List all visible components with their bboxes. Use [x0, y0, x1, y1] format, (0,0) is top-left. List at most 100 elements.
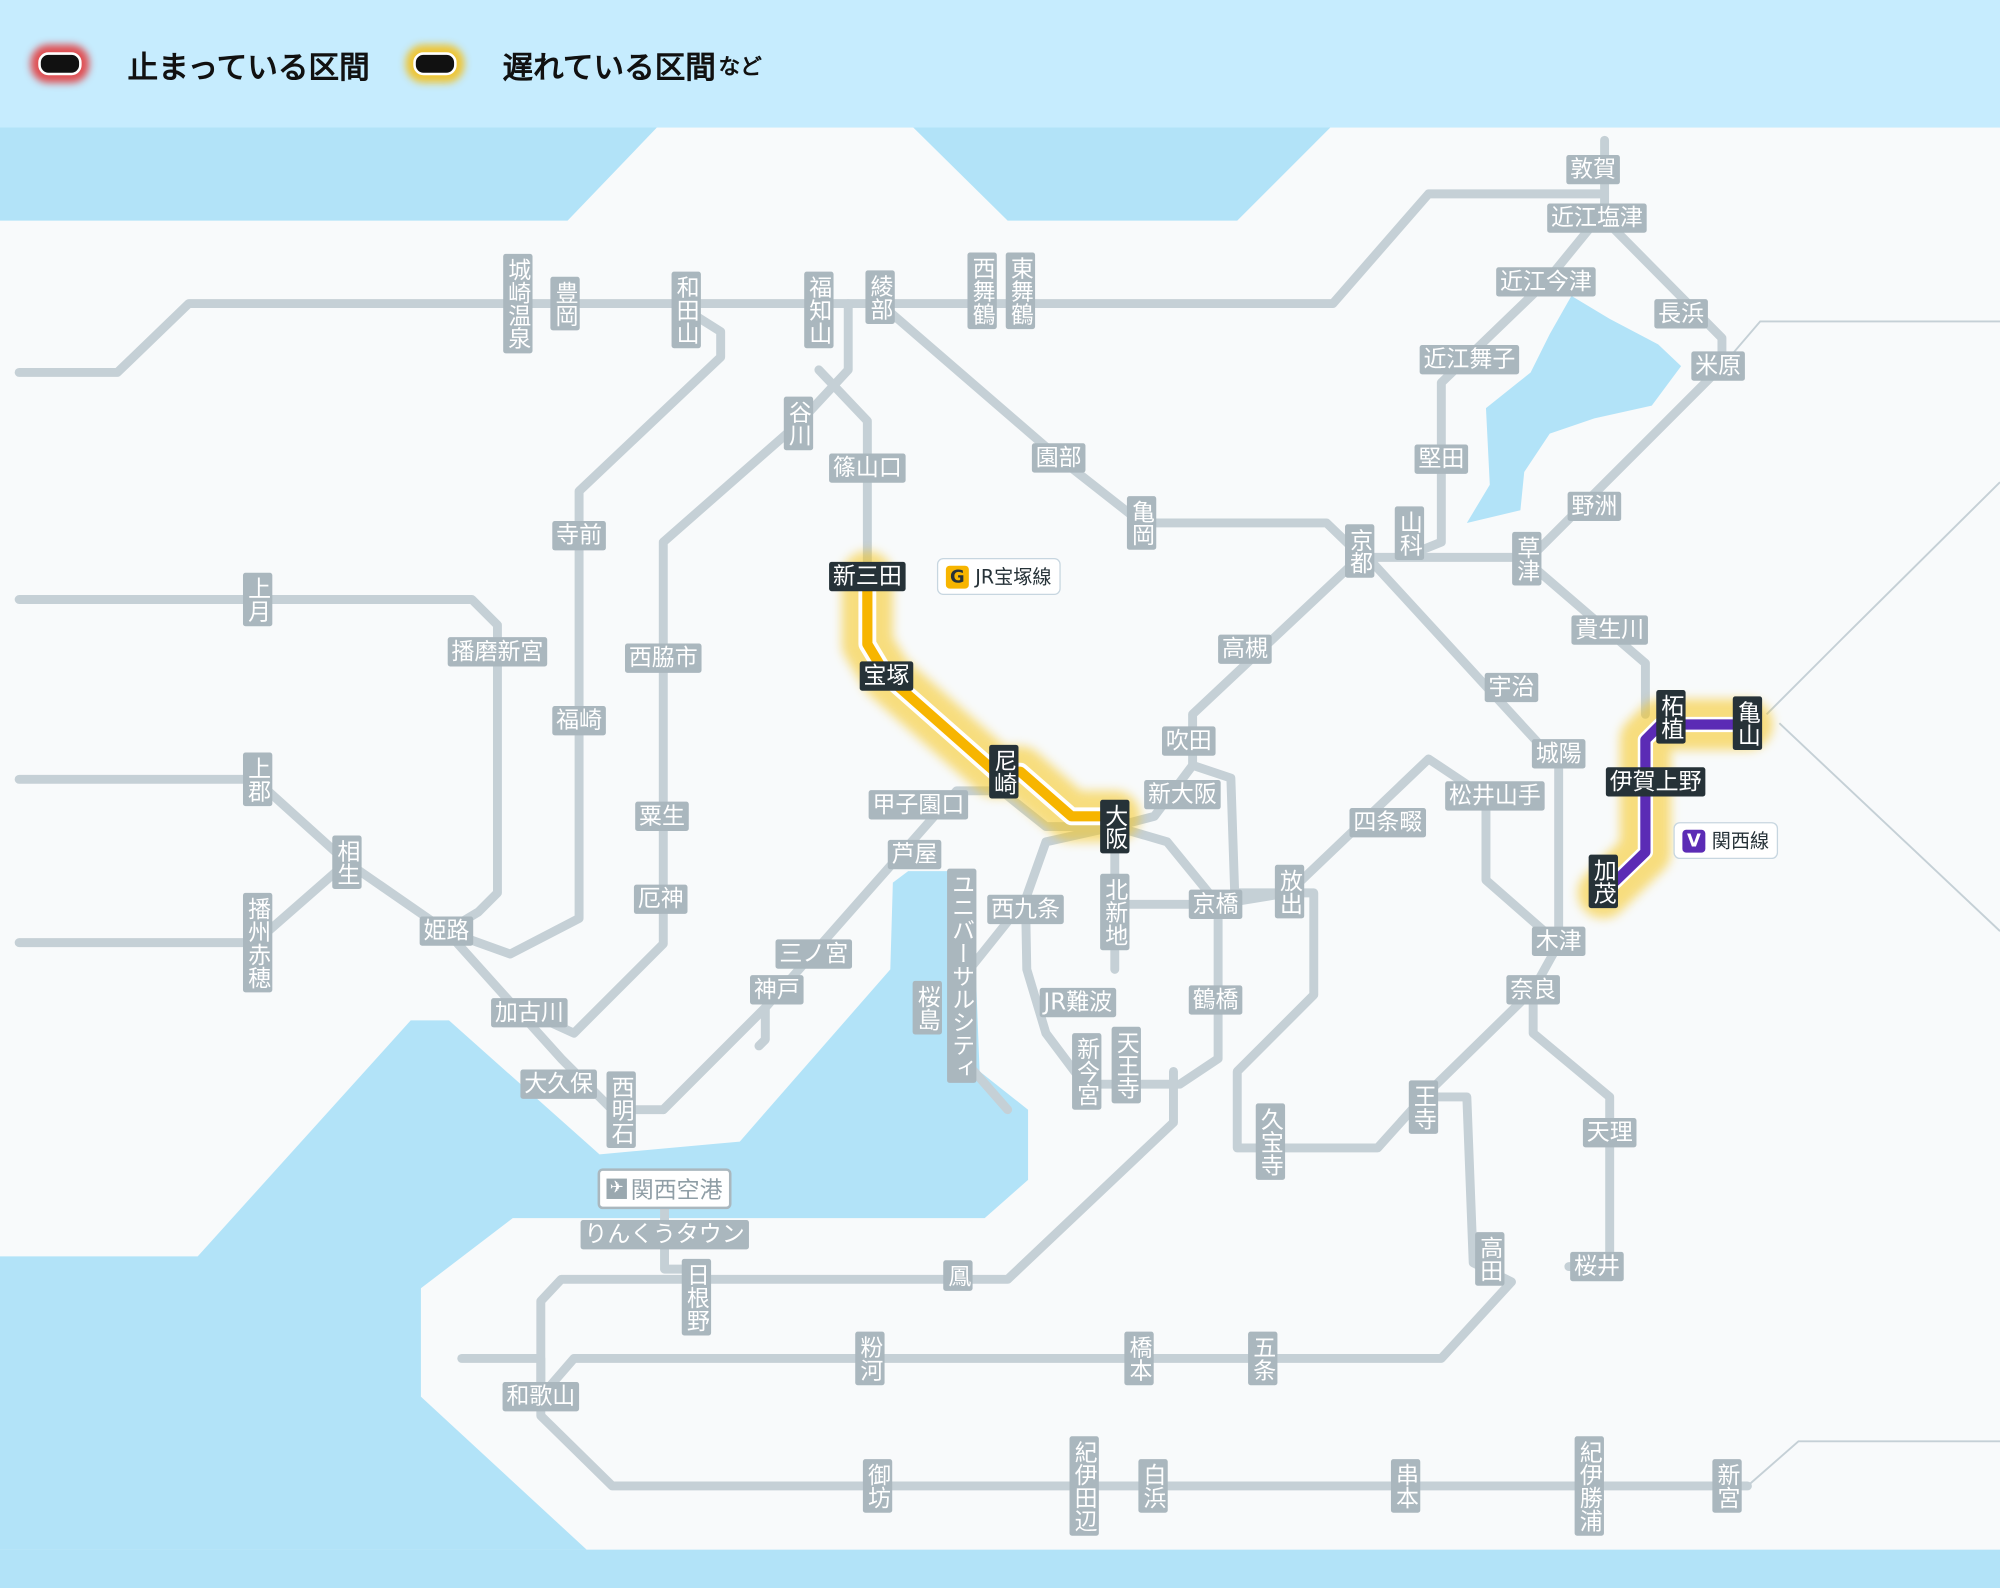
- station-label[interactable]: 厄神: [633, 884, 688, 914]
- station-label[interactable]: 紀伊勝浦: [1574, 1436, 1604, 1536]
- station-label[interactable]: 貴生川: [1571, 615, 1648, 645]
- station-label[interactable]: 高槻: [1218, 634, 1272, 664]
- line-ako: [14, 774, 451, 936]
- station-label[interactable]: 米原: [1691, 351, 1745, 381]
- station-label[interactable]: 近江今津: [1496, 267, 1596, 297]
- line-kisei: [457, 1353, 1752, 1491]
- line-kusatsu: [1522, 556, 1650, 719]
- station-label[interactable]: 王寺: [1408, 1080, 1439, 1134]
- station-label[interactable]: 上月: [242, 572, 273, 627]
- station-label-delayed[interactable]: 亀山: [1732, 696, 1763, 750]
- station-label[interactable]: 松井山手: [1445, 781, 1545, 811]
- station-label[interactable]: 上郡: [242, 752, 273, 807]
- station-label[interactable]: りんくうタウン: [580, 1220, 749, 1250]
- station-label[interactable]: 西舞鶴: [967, 252, 997, 330]
- station-label[interactable]: 谷川: [783, 396, 814, 451]
- line-bantan: [441, 305, 726, 959]
- station-label[interactable]: 紀伊田辺: [1069, 1436, 1099, 1536]
- station-label[interactable]: 城陽: [1531, 739, 1586, 769]
- station-label[interactable]: 近江塩津: [1547, 203, 1647, 233]
- station-label[interactable]: 奈良: [1506, 975, 1560, 1005]
- station-label[interactable]: 草津: [1512, 531, 1542, 586]
- station-label[interactable]: 五条: [1248, 1331, 1278, 1386]
- station-label[interactable]: 三ノ宮: [775, 939, 853, 969]
- station-label[interactable]: 放出: [1274, 864, 1305, 919]
- line-badge-takarazuka[interactable]: G JR宝塚線: [936, 558, 1061, 596]
- station-label[interactable]: 串本: [1390, 1459, 1421, 1513]
- line-wakayama: [536, 1092, 1516, 1402]
- station-label[interactable]: 大久保: [520, 1069, 597, 1099]
- station-label[interactable]: 粉河: [855, 1331, 885, 1386]
- station-label[interactable]: 福知山: [804, 271, 834, 349]
- station-label[interactable]: 山科: [1394, 506, 1425, 560]
- station-label[interactable]: 豊岡: [550, 276, 580, 331]
- station-label[interactable]: 京都: [1345, 524, 1375, 578]
- station-label-delayed[interactable]: 新三田: [829, 561, 906, 592]
- station-label[interactable]: 新大阪: [1144, 779, 1221, 810]
- station-label[interactable]: 新今宮: [1072, 1033, 1102, 1110]
- station-label[interactable]: ユニバーサルシティ: [947, 868, 977, 1083]
- station-label[interactable]: 京橋: [1188, 889, 1243, 920]
- station-label[interactable]: 天王寺: [1111, 1026, 1141, 1104]
- station-label[interactable]: 西脇市: [624, 643, 702, 673]
- station-label[interactable]: 姫路: [419, 916, 474, 946]
- station-label[interactable]: 篠山口: [829, 453, 906, 483]
- station-label-delayed[interactable]: 宝塚: [859, 661, 914, 691]
- station-label[interactable]: 和田山: [671, 271, 701, 349]
- station-label[interactable]: 御坊: [862, 1459, 893, 1513]
- line-badge-kansai[interactable]: V 関西線: [1673, 822, 1779, 860]
- station-label[interactable]: 寺前: [552, 521, 606, 551]
- station-label[interactable]: 福崎: [552, 705, 606, 736]
- station-label[interactable]: 相生: [332, 835, 362, 890]
- station-label[interactable]: 東舞鶴: [1005, 252, 1036, 330]
- station-label[interactable]: 鶴橋: [1188, 985, 1243, 1015]
- station-label[interactable]: 甲子園口: [868, 790, 969, 820]
- station-label[interactable]: 西九条: [987, 894, 1064, 925]
- station-label[interactable]: 敦賀: [1566, 154, 1620, 185]
- station-label[interactable]: 長浜: [1654, 299, 1708, 329]
- station-label[interactable]: 吹田: [1161, 726, 1216, 756]
- station-label-delayed[interactable]: 大阪: [1100, 799, 1130, 854]
- line-kisei-east: [1778, 722, 2000, 932]
- station-label[interactable]: 木津: [1531, 926, 1586, 956]
- station-label[interactable]: 園部: [1031, 443, 1086, 473]
- airplane-icon: ✈: [606, 1178, 627, 1199]
- station-label[interactable]: 橋本: [1124, 1331, 1154, 1386]
- station-label-delayed[interactable]: 加茂: [1588, 854, 1618, 909]
- station-label[interactable]: 綾部: [865, 270, 895, 324]
- line-kosei: [1404, 214, 1602, 560]
- station-label[interactable]: 芦屋: [887, 839, 942, 870]
- line-kansai-east: [1765, 481, 2000, 715]
- station-label[interactable]: 城崎温泉: [503, 253, 533, 354]
- station-label[interactable]: 亀岡: [1126, 496, 1157, 550]
- station-label[interactable]: 桜島: [912, 980, 942, 1035]
- station-label[interactable]: 鳳: [943, 1260, 973, 1291]
- station-label[interactable]: 桜井: [1570, 1251, 1624, 1282]
- station-label[interactable]: 堅田: [1414, 444, 1469, 474]
- station-label[interactable]: 神戸: [749, 975, 804, 1005]
- station-label-delayed[interactable]: 尼崎: [989, 744, 1019, 799]
- station-label[interactable]: 播州赤穂: [242, 892, 273, 993]
- station-kansai-airport[interactable]: ✈ 関西空港: [597, 1168, 732, 1210]
- station-label[interactable]: 北新地: [1100, 873, 1130, 951]
- station-label[interactable]: 白浜: [1138, 1459, 1168, 1513]
- station-label[interactable]: JR難波: [1039, 987, 1116, 1018]
- station-label[interactable]: 近江舞子: [1419, 345, 1520, 375]
- station-label[interactable]: 日根野: [681, 1258, 712, 1336]
- station-label-delayed[interactable]: 伊賀上野: [1605, 767, 1706, 797]
- station-label[interactable]: 西明石: [606, 1071, 636, 1148]
- station-label[interactable]: 高田: [1475, 1232, 1505, 1286]
- station-label[interactable]: 久宝寺: [1255, 1103, 1286, 1180]
- water-bodies: [0, 127, 1682, 1550]
- station-label-delayed[interactable]: 柘植: [1656, 690, 1686, 744]
- station-label[interactable]: 新宮: [1712, 1459, 1742, 1513]
- station-label[interactable]: 宇治: [1484, 672, 1539, 703]
- station-label[interactable]: 野洲: [1567, 491, 1622, 522]
- station-label[interactable]: 播磨新宮: [447, 637, 548, 667]
- station-label[interactable]: 和歌山: [502, 1382, 580, 1412]
- station-label[interactable]: 粟生: [635, 801, 689, 831]
- station-label[interactable]: 天理: [1582, 1117, 1637, 1148]
- station-label[interactable]: 四条畷: [1349, 808, 1427, 838]
- delayed-section-kansai[interactable]: [1577, 698, 1773, 919]
- station-label[interactable]: 加古川: [491, 998, 568, 1028]
